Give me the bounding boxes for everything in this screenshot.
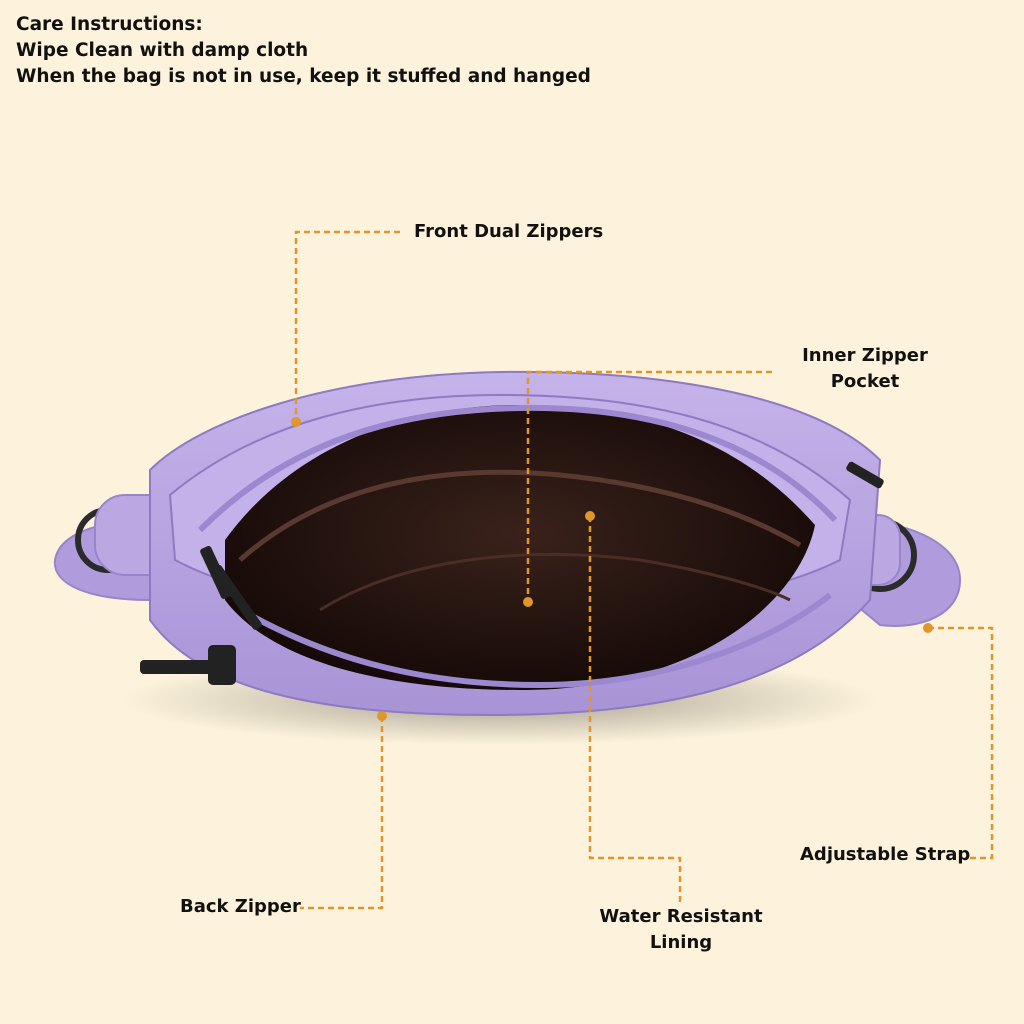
label-front-dual-zippers: Front Dual Zippers [414,221,604,242]
callout-line-back-zipper [300,716,384,910]
care-line-storage: When the bag is not in use, keep it stuf… [16,66,591,87]
top-zipper-track [197,404,838,533]
bottom-zipper-track [248,592,832,689]
label-water-resistant-lining-line2: Lining [649,932,713,953]
inner-pocket-seam [319,552,791,612]
zipper-pulls [140,461,884,685]
callout-line-strap [928,626,994,860]
care-line-wipe: Wipe Clean with damp cloth [16,40,309,61]
label-inner-zipper-pocket-line1: Inner Zipper [802,345,928,366]
label-water-resistant-lining: Water Resistant Lining [596,904,766,956]
label-inner-zipper-pocket: Inner Zipper Pocket [790,343,940,395]
callout-line-lining [588,516,682,906]
callout-dot-inner-pocket [523,597,533,607]
callout-dot-lining [585,511,595,521]
callout-dot-back-zipper [377,711,387,721]
care-heading: Care Instructions: [16,14,203,35]
label-back-zipper: Back Zipper [180,896,301,917]
label-water-resistant-lining-line1: Water Resistant [599,906,763,927]
callout-dot-front-zippers [291,417,301,427]
label-inner-zipper-pocket-line2: Pocket [830,371,900,392]
bag-lining [225,405,815,690]
label-adjustable-strap: Adjustable Strap [800,844,971,865]
care-instructions: Care Instructions: Wipe Clean with damp … [16,12,591,90]
callout-dot-strap [923,623,933,633]
inner-pocket-zipper [238,469,802,562]
callout-line-front-zippers [294,230,400,422]
callout-line-inner-pocket [526,370,772,602]
